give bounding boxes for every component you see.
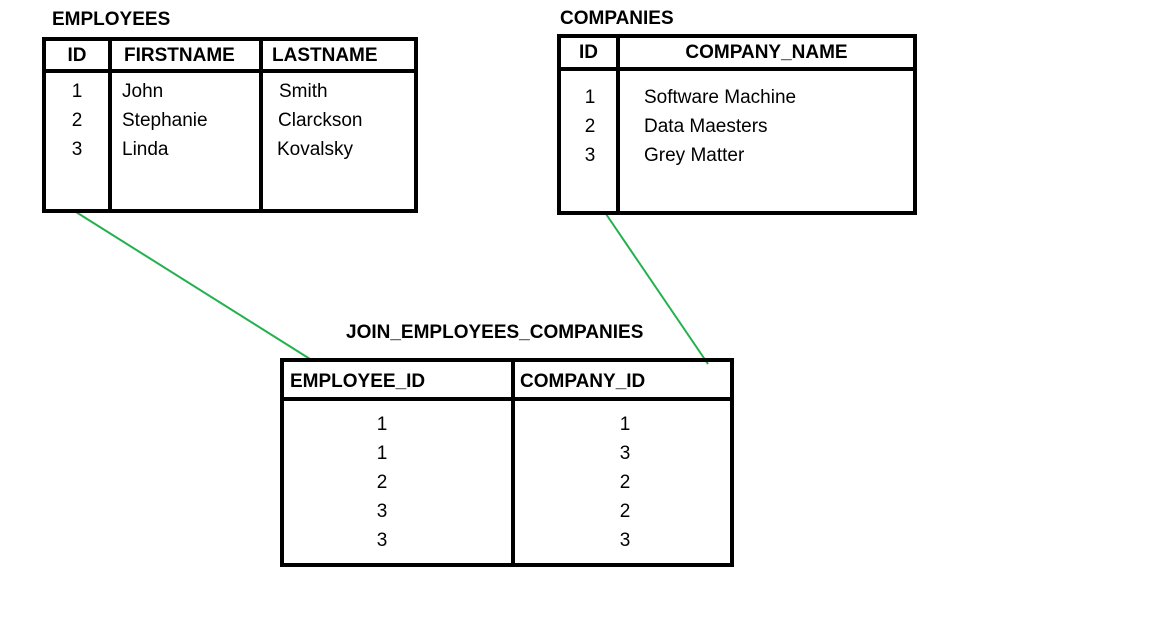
companies-header-id: ID — [579, 42, 598, 63]
companies-table: ID COMPANY_NAME 1 Software Machine 2 Dat… — [557, 34, 917, 215]
companies-cell: 2 — [584, 116, 596, 137]
companies-cell: 1 — [584, 87, 596, 108]
join-cell: 1 — [376, 414, 388, 435]
join-header-company-id: COMPANY_ID — [520, 371, 646, 392]
employees-cell: 3 — [71, 139, 83, 160]
join-cell: 2 — [619, 472, 631, 493]
join-cell: 2 — [376, 472, 388, 493]
link-companies-to-join — [605, 213, 709, 365]
join-table-title: JOIN_EMPLOYEES_COMPANIES — [346, 322, 644, 343]
join-cell: 1 — [376, 443, 388, 464]
employees-cell: 1 — [71, 81, 83, 102]
join-cell: 3 — [619, 443, 631, 464]
employees-cell: John — [122, 81, 164, 102]
employees-cell: Kovalsky — [277, 139, 354, 160]
join-cell: 2 — [619, 501, 631, 522]
companies-header-company-name: COMPANY_NAME — [685, 42, 848, 63]
link-employees-to-join — [75, 211, 311, 360]
join-table: EMPLOYEE_ID COMPANY_ID 1 1 1 3 2 2 3 2 3… — [280, 358, 734, 567]
companies-table-title: COMPANIES — [560, 8, 674, 29]
join-header-employee-id: EMPLOYEE_ID — [290, 371, 426, 392]
employees-cell: 2 — [71, 110, 83, 131]
employees-cell: Clarckson — [278, 110, 363, 131]
companies-cell: 3 — [584, 145, 596, 166]
employees-table-title: EMPLOYEES — [52, 9, 171, 30]
employees-cell: Stephanie — [122, 110, 208, 131]
employees-header-lastname: LASTNAME — [272, 45, 378, 66]
join-cell: 3 — [376, 530, 388, 551]
employees-cell: Linda — [122, 139, 169, 160]
join-cell: 3 — [376, 501, 388, 522]
join-cell: 3 — [619, 530, 631, 551]
employees-header-firstname: FIRSTNAME — [124, 45, 235, 66]
join-cell: 1 — [619, 414, 631, 435]
employees-table: ID FIRSTNAME LASTNAME 1 John Smith 2 Ste… — [42, 37, 418, 213]
companies-cell: Grey Matter — [644, 145, 745, 166]
employees-header-id: ID — [67, 45, 87, 66]
employees-cell: Smith — [279, 81, 328, 102]
companies-cell: Software Machine — [644, 87, 797, 108]
companies-cell: Data Maesters — [644, 116, 768, 137]
